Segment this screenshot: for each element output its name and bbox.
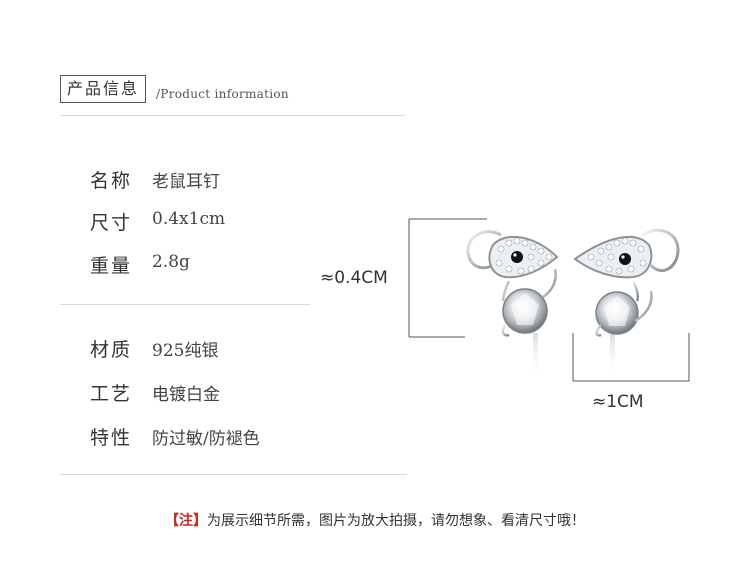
spec-value-weight: 2.8g (152, 252, 190, 272)
section-title: 产品信息 (66, 79, 139, 98)
disclaimer-note: 【注】为展示细节所需，图片为放大拍摄，请勿想象、看清尺寸哦！ (0, 510, 750, 530)
spec-label-weight: 重量 (90, 255, 133, 277)
right-earring (573, 228, 680, 379)
left-earring (466, 230, 559, 379)
section-title-box: 产品信息 (60, 75, 146, 103)
spec-value-craft: 电镀白金 (152, 385, 220, 405)
spec-label-feature: 特性 (90, 427, 133, 449)
bottom-divider (60, 474, 407, 475)
spec-value-material: 925纯银 (152, 341, 219, 361)
note-text: 为展示细节所需，图片为放大拍摄，请勿想象、看清尺寸哦！ (207, 513, 585, 529)
header-divider (60, 115, 405, 116)
section-subtitle: /Product information (156, 87, 289, 101)
height-dimension-label: ≈0.4CM (320, 268, 388, 288)
spec-label-size: 尺寸 (90, 212, 133, 234)
spec-value-name: 老鼠耳钉 (152, 172, 220, 192)
spec-label-material: 材质 (90, 339, 133, 361)
height-bracket (408, 218, 487, 338)
spec-label-name: 名称 (90, 170, 133, 192)
width-bracket (572, 333, 690, 382)
mouse-earring-illustration (408, 218, 690, 382)
spec-label-craft: 工艺 (90, 383, 133, 405)
group-divider (60, 304, 310, 305)
note-tag: 【注】 (165, 513, 207, 529)
spec-value-feature: 防过敏/防褪色 (152, 429, 260, 449)
spec-value-size: 0.4x1cm (152, 209, 226, 229)
width-dimension-label: ≈1CM (592, 392, 644, 412)
